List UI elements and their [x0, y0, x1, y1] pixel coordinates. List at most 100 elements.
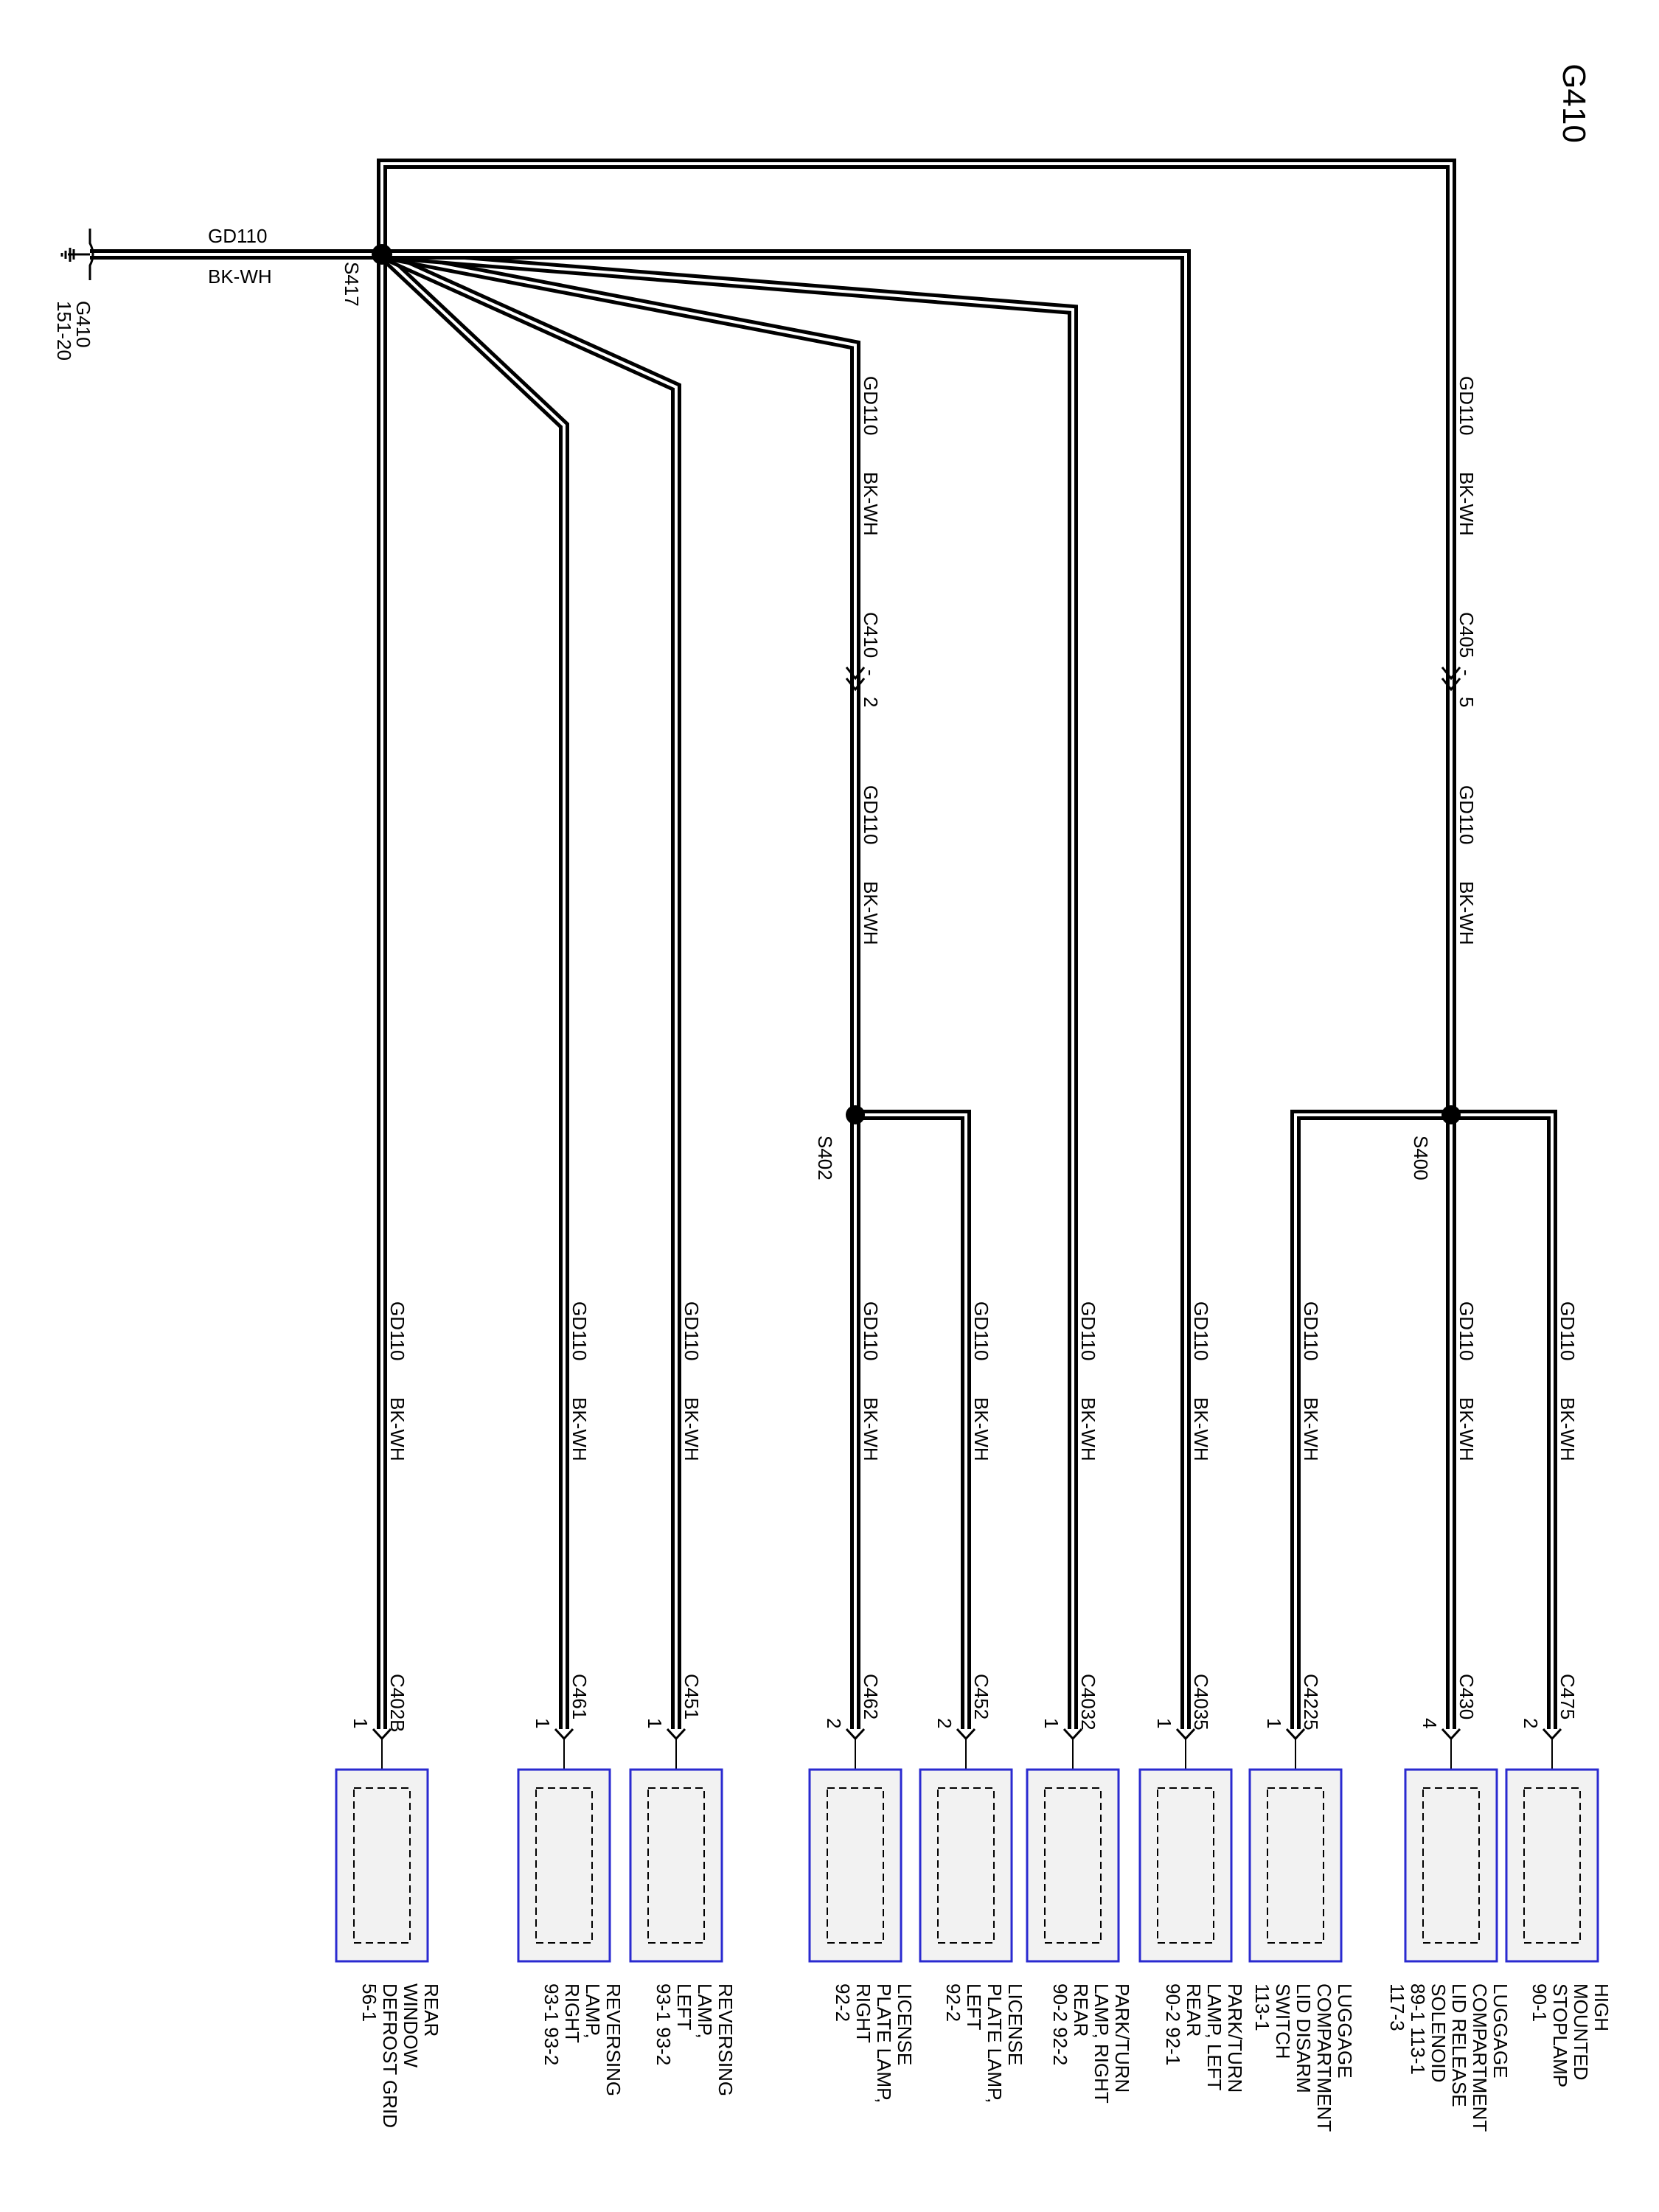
- wire-color-label: BK-WH: [860, 1397, 882, 1461]
- wire-branch-10-core: [1451, 1113, 1554, 1729]
- splice-s402: [846, 1105, 865, 1124]
- c410-upper-circuit: GD110: [860, 376, 882, 435]
- component-label-line: MOUNTED: [1570, 1983, 1592, 2080]
- c405-upper-color: BK-WH: [1455, 472, 1478, 536]
- inline-connector-c410-icon: [845, 667, 866, 692]
- connector-id: C452: [970, 1674, 992, 1719]
- inline-connector-c405-icon: [1441, 667, 1461, 692]
- component-inner-outline: [827, 1787, 884, 1944]
- component-label-line: STOPLAMP: [1549, 1983, 1571, 2087]
- component-box: [335, 1768, 429, 1963]
- wire-branch-3: [380, 249, 681, 1729]
- ground-symbol-icon: [60, 229, 94, 280]
- component-inner-outline: [1044, 1787, 1102, 1944]
- component-inner-outline: [1523, 1787, 1581, 1944]
- connector-id: C4225: [1300, 1674, 1322, 1731]
- connector-pin-icon: [956, 1728, 976, 1741]
- inline-connector-c405: C405 - 5: [1441, 612, 1478, 707]
- splice-s417: [372, 244, 392, 265]
- component-inner-outline: [1267, 1787, 1324, 1944]
- component-box: [919, 1768, 1013, 1963]
- component-box: [1505, 1768, 1599, 1963]
- wire-branch-4-core: [381, 253, 857, 1729]
- wire-branch-5-core: [855, 1113, 967, 1729]
- connector-pin-icon: [1285, 1728, 1306, 1741]
- wire-branch-2-core: [380, 253, 566, 1729]
- component-box: [1404, 1768, 1498, 1963]
- splice-s400: [1441, 1105, 1461, 1124]
- wire-branch-2: [378, 250, 569, 1729]
- c410-upper-color: BK-WH: [860, 472, 882, 536]
- component-label-line: 56-1: [358, 1983, 380, 2022]
- pin-number: 2: [1520, 1718, 1542, 1728]
- component-label-line: RIGHT: [561, 1983, 583, 2043]
- component-label-line: REVERSING: [602, 1983, 625, 2096]
- component-label-line: LID DISARM: [1293, 1983, 1315, 2093]
- inline-connector-c405-id: C405: [1455, 612, 1478, 658]
- inline-connector-c410-pin: 2: [860, 697, 882, 707]
- wire-color-label: BK-WH: [1300, 1397, 1322, 1461]
- component-label-line: 92-2: [832, 1983, 854, 2022]
- component-box: [629, 1768, 723, 1963]
- wire-color-label: BK-WH: [970, 1397, 992, 1461]
- connector-pin-icon: [1542, 1728, 1562, 1741]
- connector-pin-icon: [1441, 1728, 1461, 1741]
- pin-number: 1: [1040, 1718, 1062, 1728]
- wire-circuit-label: GD110: [970, 1301, 992, 1360]
- splice-s402-label: S402: [814, 1135, 836, 1180]
- connector-id: C461: [568, 1674, 591, 1719]
- inline-connector-c405-pin: 5: [1455, 697, 1478, 707]
- wire-circuit-label: GD110: [1557, 1301, 1579, 1360]
- component-label-line: PLATE LAMP,: [873, 1983, 895, 2103]
- component-label-line: LAMP, RIGHT: [1091, 1983, 1113, 2104]
- wire-branch-9-core: [380, 162, 1453, 1729]
- connector-id: C430: [1455, 1674, 1478, 1719]
- connector-pin-icon: [1062, 1728, 1083, 1741]
- pin-number: 2: [823, 1718, 845, 1728]
- splice-s417-label: S417: [341, 262, 363, 307]
- connector-pin-icon: [1175, 1728, 1196, 1741]
- component-label-line: SOLENOID: [1427, 1983, 1450, 2082]
- wire-color-label: BK-WH: [1455, 1397, 1478, 1461]
- component-box: [1248, 1768, 1343, 1963]
- c410-lower-circuit: GD110: [860, 785, 882, 844]
- component-label-line: 93-1 93-2: [540, 1983, 563, 2065]
- component-label-line: SWITCH: [1272, 1983, 1294, 2059]
- connector-id: C402B: [386, 1674, 408, 1733]
- component-inner-outline: [937, 1787, 995, 1944]
- component-label-line: 117-3: [1386, 1983, 1408, 2031]
- wire-branch-7-core: [382, 253, 1187, 1729]
- c405-lower-color: BK-WH: [1455, 881, 1478, 945]
- connector-id: C4035: [1190, 1674, 1212, 1731]
- pin-number: 1: [532, 1718, 554, 1728]
- component-label-line: 90-2 92-2: [1049, 1983, 1071, 2065]
- component-box: [517, 1768, 611, 1963]
- ground-label: G410: [72, 301, 94, 348]
- inline-connector-c405-sep: -: [1455, 669, 1478, 676]
- connector-pin-icon: [372, 1728, 392, 1741]
- wire-circuit-label: GD110: [860, 1301, 882, 1360]
- pin-number: 1: [349, 1718, 372, 1728]
- pin-number: 2: [933, 1718, 956, 1728]
- wire-branch-6-core: [381, 253, 1074, 1729]
- component-label-line: PARK/TURN: [1111, 1983, 1133, 2093]
- component-label-line: 93-1 93-2: [653, 1983, 675, 2065]
- wire-circuit-label: GD110: [1190, 1301, 1212, 1360]
- component-label-line: LICENSE: [894, 1983, 916, 2065]
- wire-color-label: BK-WH: [568, 1397, 591, 1461]
- component-label-line: COMPARTMENT: [1313, 1983, 1335, 2132]
- component-label-line: LUGGAGE: [1334, 1983, 1356, 2079]
- connector-pin-icon: [666, 1728, 686, 1741]
- component-label-line: REAR: [1183, 1983, 1205, 2037]
- component-box: [1026, 1768, 1120, 1963]
- component-label-line: 90-2 92-1: [1162, 1983, 1184, 2065]
- c405-lower-circuit: GD110: [1455, 785, 1478, 844]
- component-label-line: DEFROST GRID: [379, 1983, 401, 2128]
- component-label-line: HIGH: [1590, 1983, 1613, 2031]
